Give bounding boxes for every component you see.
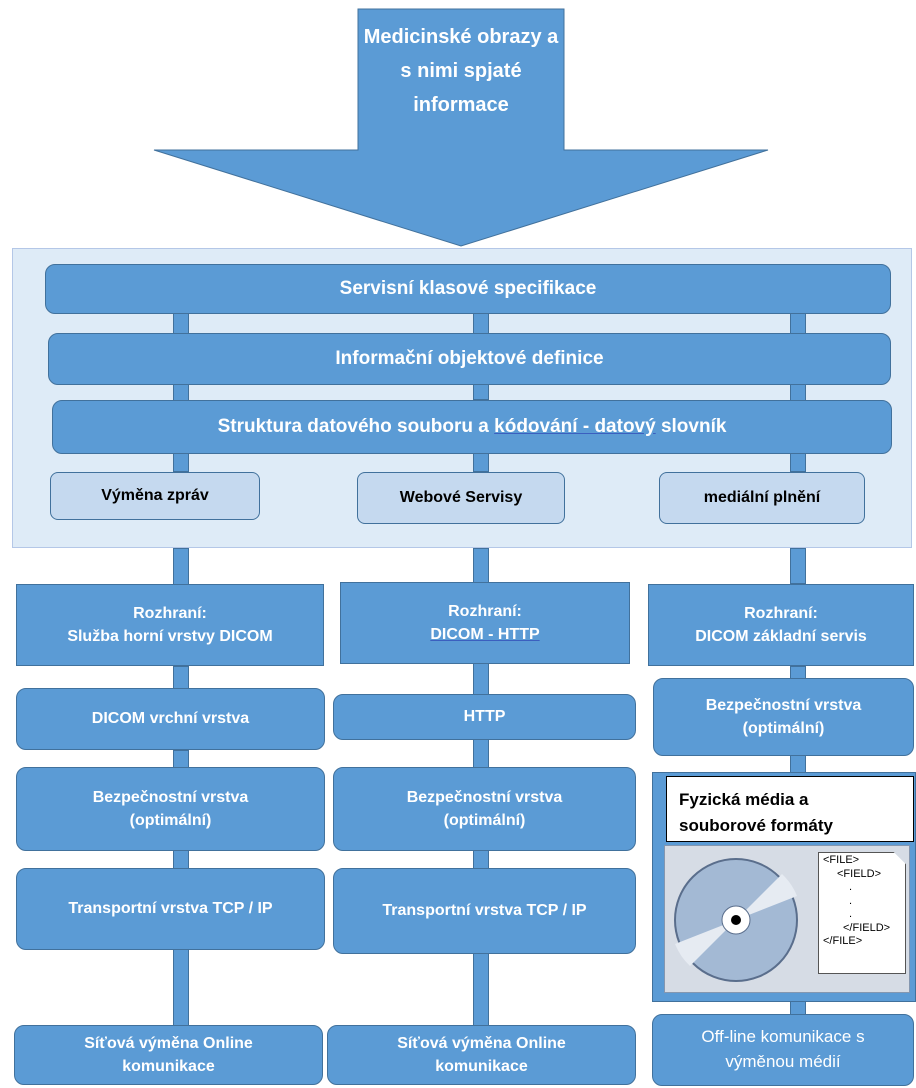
connector [173,312,189,334]
col1-security-layer: Bezpečnostní vrstva (optimální) [16,767,325,851]
connector [790,755,806,773]
file-line: </FIELD> [843,921,891,934]
connector [173,452,189,472]
physical-media-title: Fyzická média a souborové formáty [666,776,914,842]
file-line: </FILE> [823,935,863,947]
connector [473,452,489,472]
connector [473,738,489,768]
connector [473,953,489,1028]
structure-link: kódování - datový [494,416,656,438]
col1-interface-box: Rozhraní: Služba horní vrstvy DICOM [16,584,324,666]
col1-network-exchange: Síťová výměna Online komunikace [14,1025,323,1085]
col2-http-layer: HTTP [333,694,636,740]
file-line: . [849,908,853,920]
connector [473,850,489,870]
connector [790,312,806,334]
connector [173,750,189,768]
col2-interface-label: Rozhraní: [448,602,522,620]
col2-security-layer: Bezpečnostní vrstva (optimální) [333,767,636,851]
connector [790,452,806,472]
message-exchange-box: Výměna zpráv [50,472,260,520]
file-document-icon: <FILE> <FIELD> . . . </FIELD> </FILE> [818,852,906,974]
structure-text-end: slovník [655,416,727,438]
col2-transport-layer: Transportní vrstva TCP / IP [333,868,636,954]
col3-offline-exchange: Off-line komunikace s výměnou médií [652,1014,914,1086]
sop-class-bar: Servisní klasové specifikace [45,264,891,314]
connector [790,548,806,584]
connector [173,666,189,690]
connector [173,948,189,1028]
arrow-line: Medicinské obrazy a [363,26,559,48]
structure-bar: Struktura datového souboru a kódování - … [52,400,892,454]
col3-interface-box: Rozhraní: DICOM základní servis [648,584,914,666]
connector [173,850,189,870]
web-services-box: Webové Servisy [357,472,565,524]
structure-text: Struktura datového souboru a [217,416,495,438]
col1-transport-layer: Transportní vrstva TCP / IP [16,868,325,950]
col2-network-exchange: Síťová výměna Online komunikace [327,1025,636,1085]
disc-icon [674,858,798,982]
connector [173,548,189,586]
connector [473,548,489,584]
file-line: . [849,881,853,893]
col2-interface-box: Rozhraní: DICOM - HTTP [340,582,630,664]
file-line: <FIELD> [837,867,882,880]
media-interchange-box: mediální plnění [659,472,865,524]
big-arrow [153,8,769,247]
file-line: . [849,894,853,907]
file-line: <FILE> [823,854,860,866]
connector [473,662,489,696]
col1-dicom-upper-layer: DICOM vrchní vrstva [16,688,325,750]
arrow-line: s nimi spjaté [400,60,522,82]
col2-interface-link: DICOM - HTTP [430,626,540,643]
connector [473,312,489,334]
arrow-text: Medicinské obrazy a s nimi spjaté inform… [330,20,592,122]
arrow-line: informace [413,94,509,116]
col3-security-layer: Bezpečnostní vrstva (optimální) [653,678,914,756]
iod-bar: Informační objektové definice [48,333,891,385]
